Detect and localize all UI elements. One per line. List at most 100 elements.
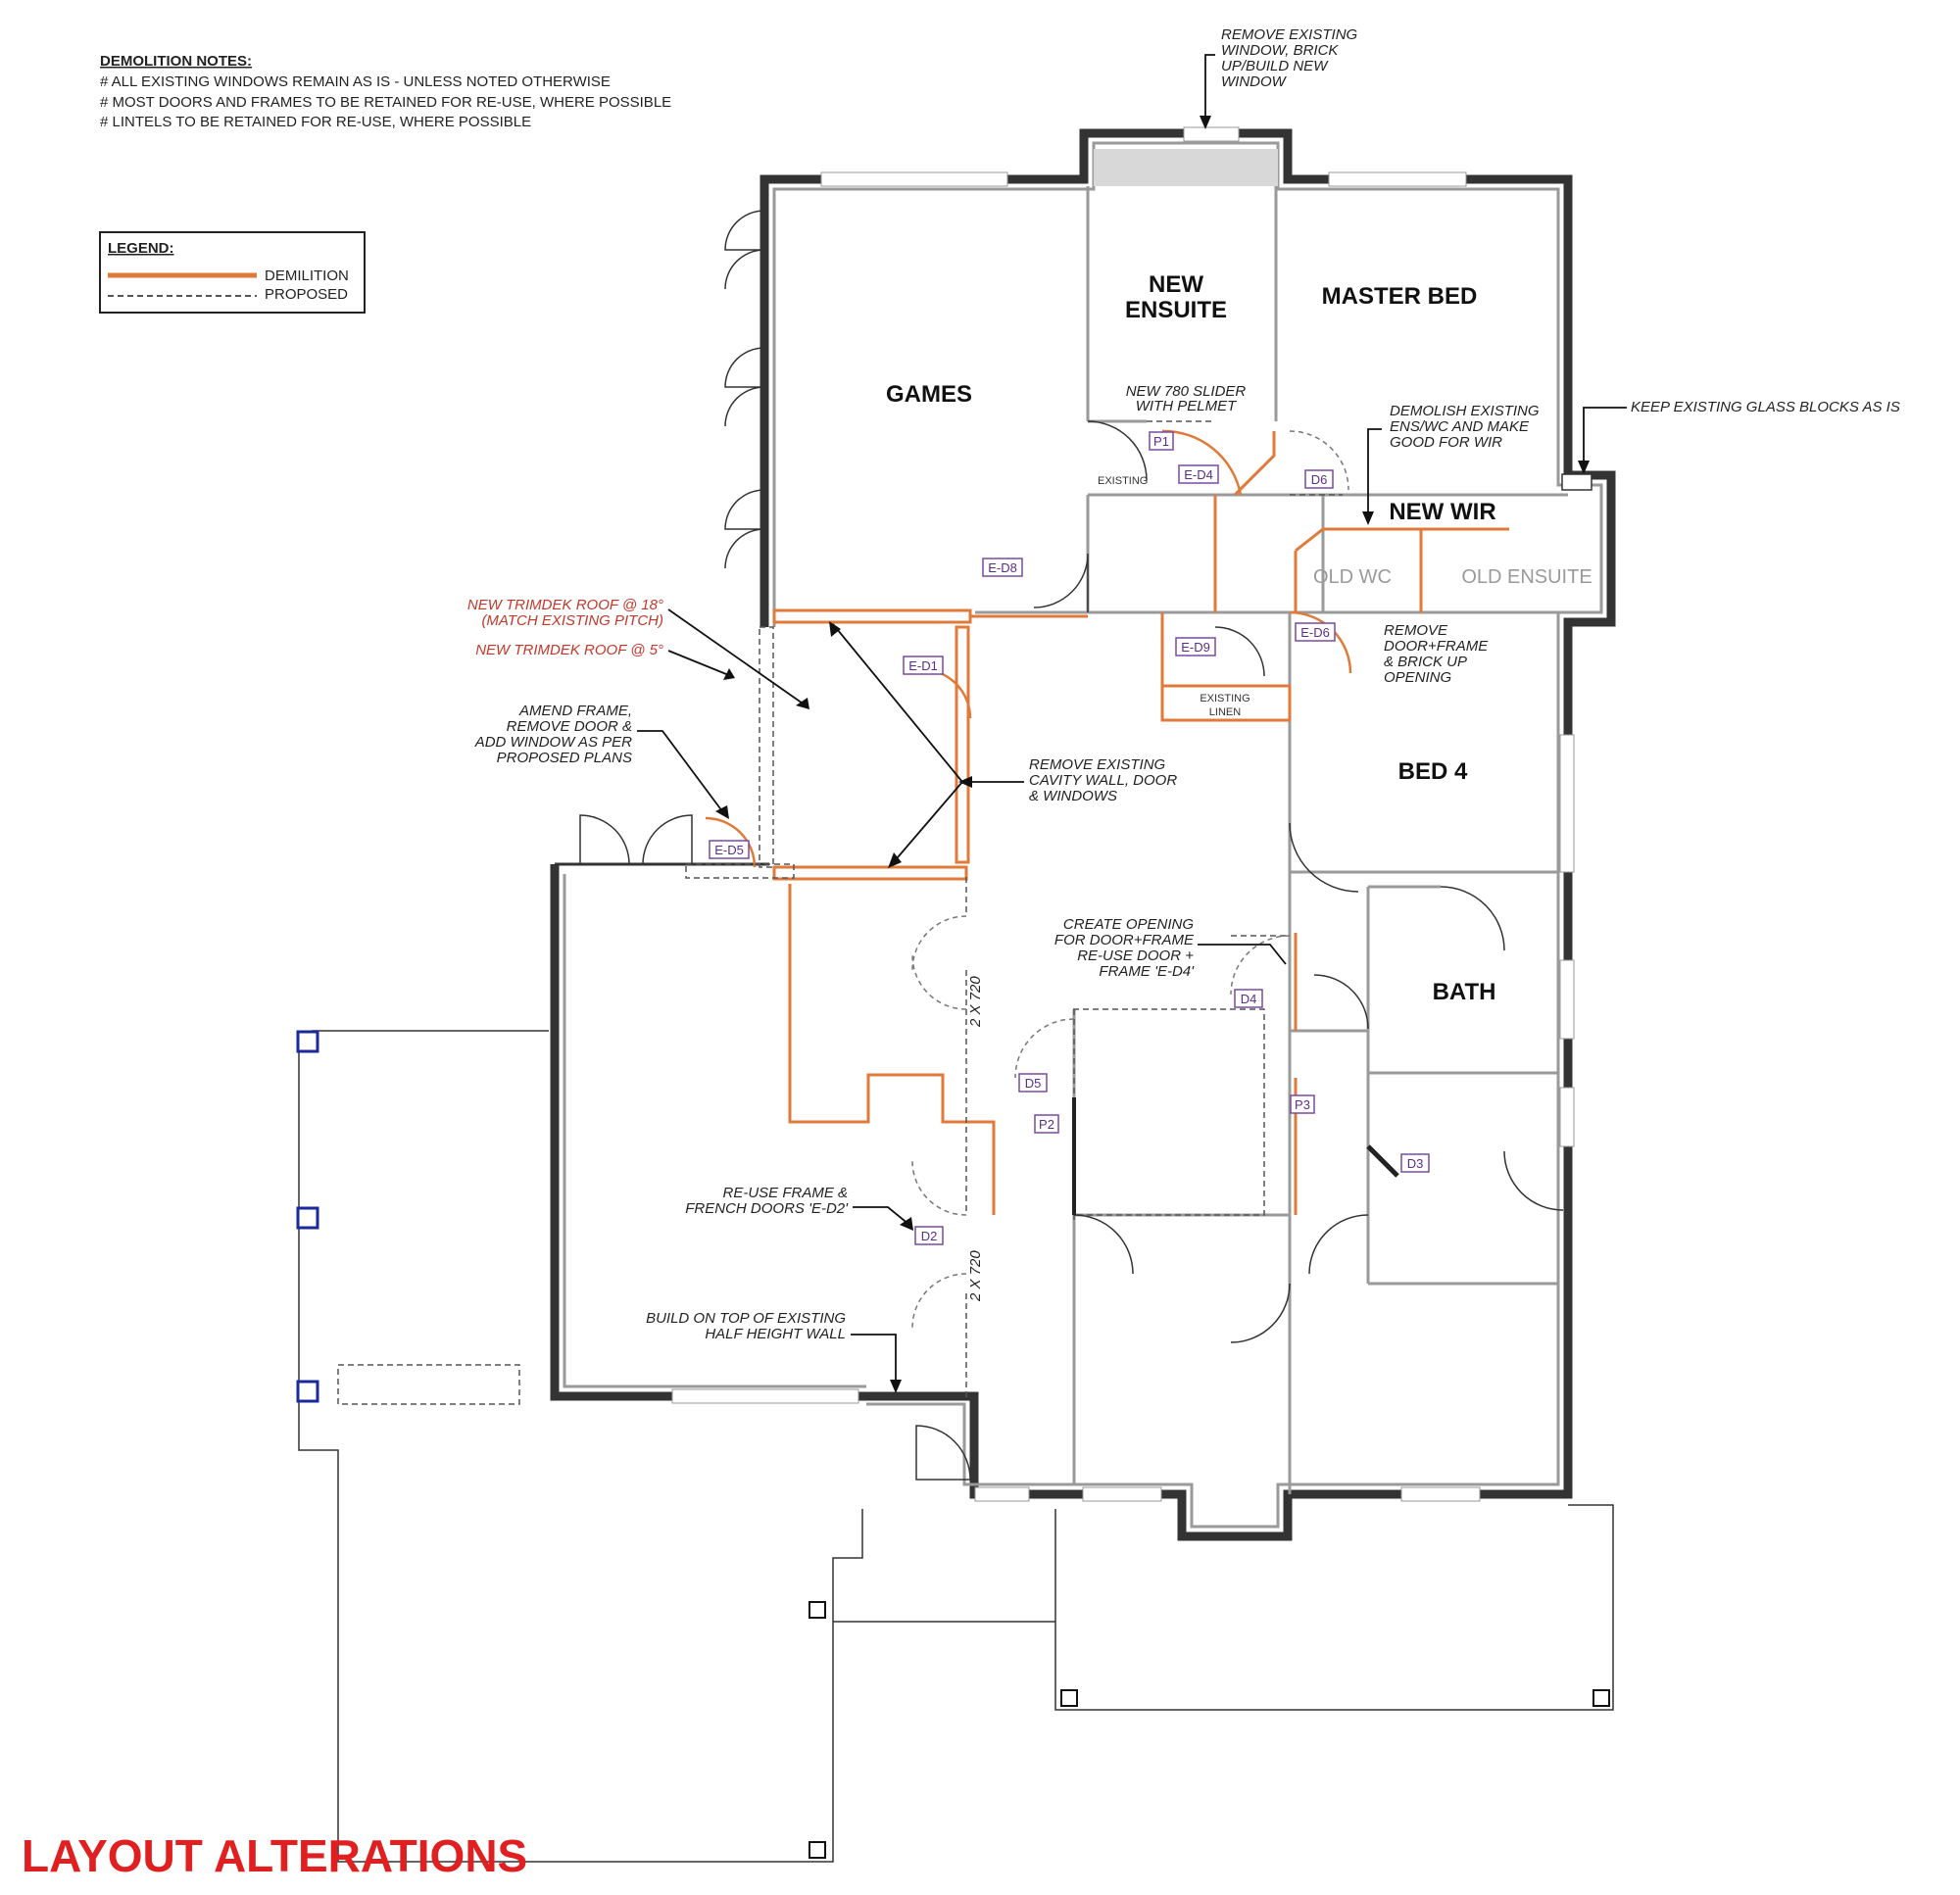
demo-wall-games-bottom: [772, 608, 972, 624]
svg-text:P1: P1: [1153, 434, 1169, 449]
glass-blocks: [1561, 473, 1592, 491]
proposed-garage-door: [337, 1364, 520, 1405]
annotation-keep-glass: KEEP EXISTING GLASS BLOCKS AS IS: [1578, 399, 1900, 474]
annotation-reuse-frame-line1: RE-USE FRAME &: [722, 1185, 848, 1201]
dimension-label-1: 2 X 720: [967, 976, 984, 1028]
proposed-wall-room: [1073, 1008, 1265, 1216]
arrow-remove-cavity-1: [829, 621, 841, 637]
annotation-remove-cavity: REMOVE EXISTING CAVITY WALL, DOOR & WIND…: [829, 621, 1177, 868]
annotation-demolish-ens-line1: DEMOLISH EXISTING: [1390, 403, 1540, 419]
annotation-remove-cavity-line2: CAVITY WALL, DOOR: [1029, 772, 1177, 789]
annotation-new-slider: NEW 780 SLIDER WITH PELMET: [1126, 383, 1247, 414]
wall-inner-lower-left: [563, 874, 866, 1388]
annotation-keep-glass-text: KEEP EXISTING GLASS BLOCKS AS IS: [1631, 399, 1900, 415]
leader-remove-cavity-2: [832, 623, 963, 783]
annotation-remove-door-line1: REMOVE: [1384, 622, 1448, 639]
arrow-keep-glass: [1578, 461, 1590, 474]
leader-roof-5: [667, 650, 732, 677]
post-4: [808, 1601, 826, 1619]
arrow-demolish-ens: [1362, 511, 1374, 525]
annotation-remove-door-line4: OPENING: [1384, 669, 1452, 686]
ensuite-window-infill: [1094, 149, 1278, 186]
door-bed-lower: [1230, 1283, 1291, 1343]
room-old-ensuite: OLD ENSUITE: [1461, 566, 1592, 588]
tag-ed1: E-D1: [903, 656, 944, 675]
demo-wall-lower: [772, 865, 968, 881]
post-1: [296, 1030, 319, 1053]
tag-ed9: E-D9: [1175, 637, 1216, 656]
svg-text:D6: D6: [1311, 472, 1328, 487]
window-master-top: [1328, 171, 1467, 187]
leader-create-opening: [1198, 944, 1287, 965]
annotation-create-opening-line4: FRAME 'E-D4': [1099, 963, 1195, 980]
arrow-remove-cavity-2: [888, 852, 902, 868]
annotation-create-opening: CREATE OPENING FOR DOOR+FRAME RE-USE DOO…: [1054, 916, 1287, 980]
existing-doors: [579, 210, 1564, 1481]
annotation-roof-18: NEW TRIMDEK ROOF @ 18° (MATCH EXISTING P…: [467, 597, 809, 709]
tag-ed6: E-D6: [1295, 622, 1336, 642]
annotation-roof-18-line2: (MATCH EXISTING PITCH): [481, 612, 663, 629]
annotation-remove-window-line4: WINDOW: [1221, 73, 1288, 90]
demo-door-arc-ed6: [1289, 610, 1352, 674]
proposed-window-games: [759, 626, 774, 868]
demo-door-arc-ed4: [1161, 429, 1243, 496]
page-title: LAYOUT ALTERATIONS: [22, 1830, 527, 1881]
room-linen-line2: LINEN: [1209, 706, 1241, 718]
demo-door-arc-ed5: [705, 816, 757, 868]
svg-text:E-D4: E-D4: [1184, 467, 1213, 482]
window-bottom-3: [1400, 1486, 1481, 1502]
room-linen-line1: EXISTING: [1200, 693, 1250, 705]
svg-text:E-D9: E-D9: [1181, 640, 1210, 655]
svg-text:D3: D3: [1407, 1156, 1424, 1171]
notes-line-3: # LINTELS TO BE RETAINED FOR RE-USE, WHE…: [100, 114, 531, 130]
room-labels: GAMES NEW ENSUITE MASTER BED NEW WIR OLD…: [886, 271, 1592, 1005]
demo-door-arc-ed1: [920, 667, 972, 719]
annotation-demolish-ens-line3: GOOD FOR WIR: [1390, 434, 1502, 451]
annotation-remove-door-line2: DOOR+FRAME: [1384, 638, 1489, 655]
room-games: GAMES: [886, 381, 972, 408]
tag-d3: D3: [1400, 1153, 1430, 1173]
notes-line-2: # MOST DOORS AND FRAMES TO BE RETAINED F…: [100, 94, 671, 111]
tag-d4: D4: [1234, 989, 1263, 1008]
window-bed4-side: [1559, 734, 1575, 873]
door-bed-centre: [1073, 1214, 1134, 1275]
arrow-build-on-top: [890, 1380, 902, 1393]
proposed-door-arc-1: [911, 915, 967, 971]
proposed-door-arc-4: [911, 1160, 967, 1216]
post-2: [296, 1206, 319, 1230]
tag-ed8: E-D8: [982, 558, 1023, 577]
annotation-roof-5: NEW TRIMDEK ROOF @ 5°: [475, 642, 735, 680]
door-tags: P1 E-D4 D6 E-D8 E-D1 E-D9 E-D6 E-D5 D4 D…: [709, 431, 1430, 1245]
room-new-ensuite-line1: NEW: [1149, 271, 1203, 298]
leader-keep-glass: [1583, 407, 1627, 468]
annotation-remove-door-frame: REMOVE DOOR+FRAME & BRICK UP OPENING: [1384, 622, 1489, 686]
room-master-bed: MASTER BED: [1322, 283, 1478, 310]
annotation-new-slider-line2: WITH PELMET: [1136, 398, 1238, 414]
demo-old-wc-walls: [1294, 527, 1509, 612]
annotation-amend-frame-line2: REMOVE DOOR &: [507, 718, 632, 735]
tag-ed4: E-D4: [1178, 464, 1219, 484]
tag-d5: D5: [1018, 1073, 1048, 1093]
annotation-amend-frame-line3: ADD WINDOW AS PER: [474, 734, 632, 751]
room-bath: BATH: [1433, 979, 1496, 1005]
svg-text:E-D5: E-D5: [714, 843, 744, 857]
door-games-french-3: [724, 489, 765, 569]
post-6: [1060, 1689, 1078, 1707]
annotation-roof-5-text: NEW TRIMDEK ROOF @ 5°: [475, 642, 663, 658]
arrow-amend-frame: [715, 805, 729, 819]
demo-diag-wall: [1233, 431, 1276, 497]
svg-text:E-D6: E-D6: [1300, 625, 1330, 640]
arrow-remove-window: [1200, 116, 1211, 129]
annotation-remove-cavity-line3: & WINDOWS: [1029, 788, 1117, 804]
veranda: [296, 1030, 1614, 1863]
annotation-new-slider-line1: NEW 780 SLIDER: [1126, 383, 1247, 400]
proposed-window-lower: [685, 863, 795, 879]
annotation-amend-frame-line4: PROPOSED PLANS: [497, 750, 632, 766]
leader-build-on-top: [851, 1334, 897, 1389]
leader-reuse-frame: [853, 1206, 910, 1226]
svg-text:P2: P2: [1039, 1117, 1054, 1132]
demolition-notes: DEMOLITION NOTES: # ALL EXISTING WINDOWS…: [100, 53, 671, 130]
notes-heading: DEMOLITION NOTES:: [100, 53, 252, 70]
room-bed4: BED 4: [1398, 758, 1468, 785]
room-new-ensuite-line2: ENSUITE: [1125, 297, 1227, 323]
